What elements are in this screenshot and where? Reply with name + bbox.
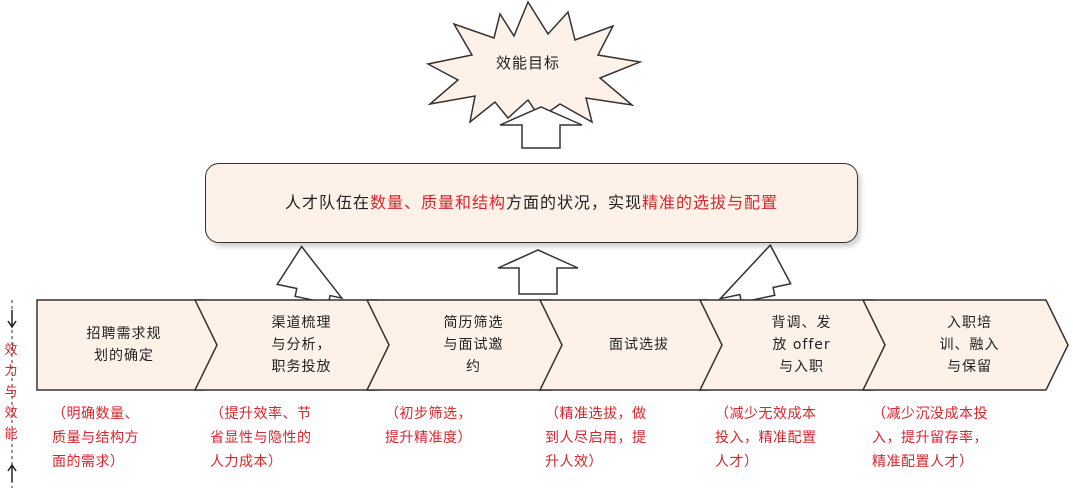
process-step-2-label: 渠道梳理与分析， 职务投放 xyxy=(225,312,378,378)
goal-label: 效能目标 xyxy=(495,54,560,72)
process-step-effect-line: （明确数量、 xyxy=(52,406,139,422)
process-step-label-line: 背调、发 xyxy=(771,315,832,331)
process-step-effect-line: 人力成本） xyxy=(210,454,283,470)
banner-part-3: 方面的状况，实现 xyxy=(506,193,643,212)
summary-banner: 人才队伍在数量、质量和结构方面的状况，实现精准的选拔与配置 xyxy=(205,163,858,243)
process-step-effect-line: （减少沉没成本投 xyxy=(872,406,988,422)
down-arrow-icon xyxy=(7,310,17,329)
up-arrow-goal xyxy=(499,106,583,149)
process-step-effect-line: 升人效） xyxy=(545,454,603,470)
process-step-label-line: 与入职 xyxy=(779,359,824,375)
process-step-effect-line: 入，提升留存率， xyxy=(872,430,988,446)
process-step-label-line: 训、融入 xyxy=(939,337,1000,353)
process-step-label-line: 与保留 xyxy=(947,359,992,375)
process-step-label-line: 约 xyxy=(466,359,481,375)
up-arrow-right xyxy=(718,243,792,304)
process-step-label-line: 放 offer xyxy=(772,337,831,353)
process-step-label-line: 渠道梳理 xyxy=(271,315,332,331)
process-step-label-line: 与面试邀 xyxy=(443,337,504,353)
process-step-2-effect: （提升效率、节省显性与隐性的人力成本） xyxy=(210,402,355,474)
process-chevrons xyxy=(36,299,1069,391)
process-step-effect-line: （提升效率、节 xyxy=(210,406,312,422)
process-step-effect-line: 提升精准度） xyxy=(385,430,472,446)
up-arrow-middle xyxy=(497,249,579,295)
process-step-label-line: 划的确定 xyxy=(94,348,154,364)
process-step-1-label: 招聘需求规划的确定 xyxy=(55,323,193,367)
process-step-6-effect: （减少沉没成本投入，提升留存率， 精准配置人才） xyxy=(872,402,1037,474)
process-step-effect-line: 精准配置人才） xyxy=(872,454,974,470)
process-step-5-effect: （减少无效成本投入，精准配置人才） xyxy=(715,402,860,474)
process-step-effect-line: （精准选拔，做 xyxy=(545,406,647,422)
process-step-4-effect: （精准选拔，做到人尽启用，提升人效） xyxy=(545,402,690,474)
banner-part-4: 精准的选拔与配置 xyxy=(642,193,779,212)
up-arrow-left xyxy=(276,245,344,305)
process-step-label-line: 与分析， xyxy=(271,337,332,353)
process-step-5-label: 背调、发放 offer 与入职 xyxy=(730,312,873,378)
process-step-6-shape xyxy=(861,299,1069,391)
goal-starburst xyxy=(425,0,643,124)
process-step-effect-line: 投入，精准配置 xyxy=(715,430,817,446)
process-step-4-label: 面试选拔 xyxy=(570,334,708,356)
process-step-effect-line: （减少无效成本 xyxy=(715,406,817,422)
process-step-label-line: 简历筛选 xyxy=(443,315,504,331)
up-arrow-icon xyxy=(7,463,17,482)
side-label: 效力与效能 xyxy=(4,343,18,442)
process-step-3-effect: （初步筛选， 提升精准度） xyxy=(385,402,515,450)
process-step-6-label: 入职培训、融入与保留 xyxy=(893,312,1046,378)
process-step-effect-line: 质量与结构方 xyxy=(52,430,139,446)
banner-text: 人才队伍在数量、质量和结构方面的状况，实现精准的选拔与配置 xyxy=(206,189,857,213)
process-step-label-line: 面试选拔 xyxy=(609,337,669,353)
process-step-effect-line: 省显性与隐性的 xyxy=(210,430,312,446)
process-step-effect-line: （初步筛选， xyxy=(385,406,472,422)
banner-part-2: 数量、质量和结构 xyxy=(369,193,506,212)
process-step-label-line: 职务投放 xyxy=(271,359,332,375)
process-step-effect-line: 到人尽启用，提 xyxy=(545,430,647,446)
process-step-label-line: 入职培 xyxy=(947,315,992,331)
process-step-3-label: 简历筛选与面试邀约 xyxy=(397,312,550,378)
process-step-effect-line: 人才） xyxy=(715,454,759,470)
process-step-effect-line: 面的需求） xyxy=(52,454,125,470)
banner-part-1: 人才队伍在 xyxy=(284,193,370,212)
process-step-1-effect: （明确数量、质量与结构方面的需求） xyxy=(52,402,202,474)
process-step-label-line: 招聘需求规 xyxy=(86,326,162,342)
